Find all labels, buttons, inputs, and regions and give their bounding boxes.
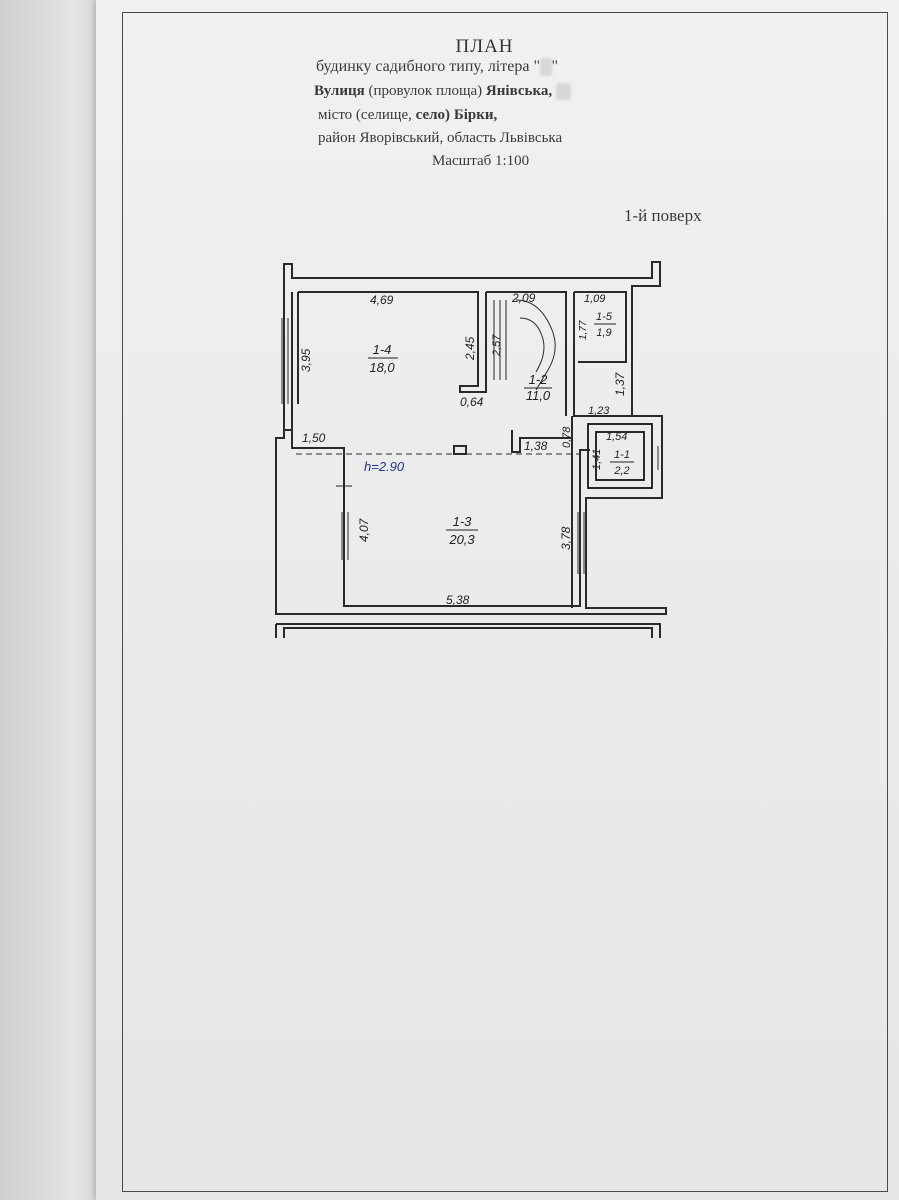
dim-1-54: 1,54 bbox=[606, 431, 627, 443]
street-note: (провулок площа) bbox=[368, 83, 483, 99]
dim-0-64: 0,64 bbox=[460, 395, 484, 409]
dim-1-50: 1,50 bbox=[302, 431, 326, 445]
ceiling-height: h=2.90 bbox=[364, 459, 405, 474]
dimension-labels: 4,69 3,95 2,45 2,09 2,57 1,09 1,77 1,37 … bbox=[299, 291, 627, 607]
plan-subtitle: будинку садибного типу, літера "А" bbox=[316, 58, 558, 76]
street-name: Янівська, bbox=[485, 83, 553, 99]
room-area-1-4: 18,0 bbox=[369, 360, 395, 375]
address-district: район Яворівський, область Львівська bbox=[318, 130, 563, 146]
room-area-1-1: 2,2 bbox=[613, 465, 629, 477]
room-id-1-4: 1-4 bbox=[373, 342, 392, 357]
dim-1-37: 1,37 bbox=[613, 371, 627, 396]
street-label: Вулиця bbox=[314, 83, 365, 99]
city-type: село) bbox=[415, 107, 451, 123]
city-label: місто (селище, bbox=[318, 107, 412, 123]
dim-2-09: 2,09 bbox=[511, 291, 536, 305]
room-area-1-3: 20,3 bbox=[448, 532, 475, 547]
room-id-1-3: 1-3 bbox=[453, 514, 473, 529]
room-area-1-5: 1,9 bbox=[596, 327, 611, 339]
dim-5-38: 5,38 bbox=[446, 593, 470, 607]
room-id-1-2: 1-2 bbox=[529, 372, 549, 387]
redacted-letter: А bbox=[539, 58, 552, 76]
dim-3-95: 3,95 bbox=[299, 348, 313, 372]
dim-4-69: 4,69 bbox=[370, 293, 394, 307]
redacted-house-number: 00 bbox=[555, 83, 571, 100]
document-page bbox=[96, 0, 899, 1200]
room-id-1-1: 1-1 bbox=[614, 449, 630, 461]
address-city: місто (селище, село) Бірки, bbox=[318, 107, 497, 124]
scale-label: Масштаб 1:100 bbox=[432, 153, 530, 169]
room-id-1-5: 1-5 bbox=[596, 311, 613, 323]
city-name: Бірки, bbox=[453, 107, 498, 123]
dim-4-07: 4,07 bbox=[357, 517, 371, 542]
dim-1-41: 1,41 bbox=[591, 449, 603, 470]
dim-1-77: 1,77 bbox=[578, 320, 589, 340]
plan-walls bbox=[275, 261, 667, 638]
room-area-1-2: 11,0 bbox=[526, 388, 551, 403]
floor-label: 1-й поверх bbox=[624, 206, 702, 225]
dim-1-38: 1,38 bbox=[524, 439, 548, 453]
dim-2-57: 2,57 bbox=[491, 334, 503, 357]
room-labels: 1-4 18,0 1-2 11,0 1-5 1,9 1-1 2,2 1-3 20… bbox=[368, 311, 634, 547]
dim-0-78: 0,78 bbox=[561, 426, 573, 448]
dim-1-09: 1,09 bbox=[584, 293, 605, 305]
subtitle-text: будинку садибного типу, літера " bbox=[316, 58, 540, 75]
plan-title: ПЛАН bbox=[455, 36, 514, 57]
subtitle-quote: " bbox=[551, 58, 559, 75]
page-frame bbox=[122, 12, 888, 1192]
dim-3-78: 3,78 bbox=[559, 526, 573, 550]
dim-1-23: 1,23 bbox=[588, 405, 610, 417]
dim-2-45: 2,45 bbox=[463, 336, 477, 361]
address-street: Вулиця (провулок площа) Янівська, 00 bbox=[314, 83, 571, 100]
